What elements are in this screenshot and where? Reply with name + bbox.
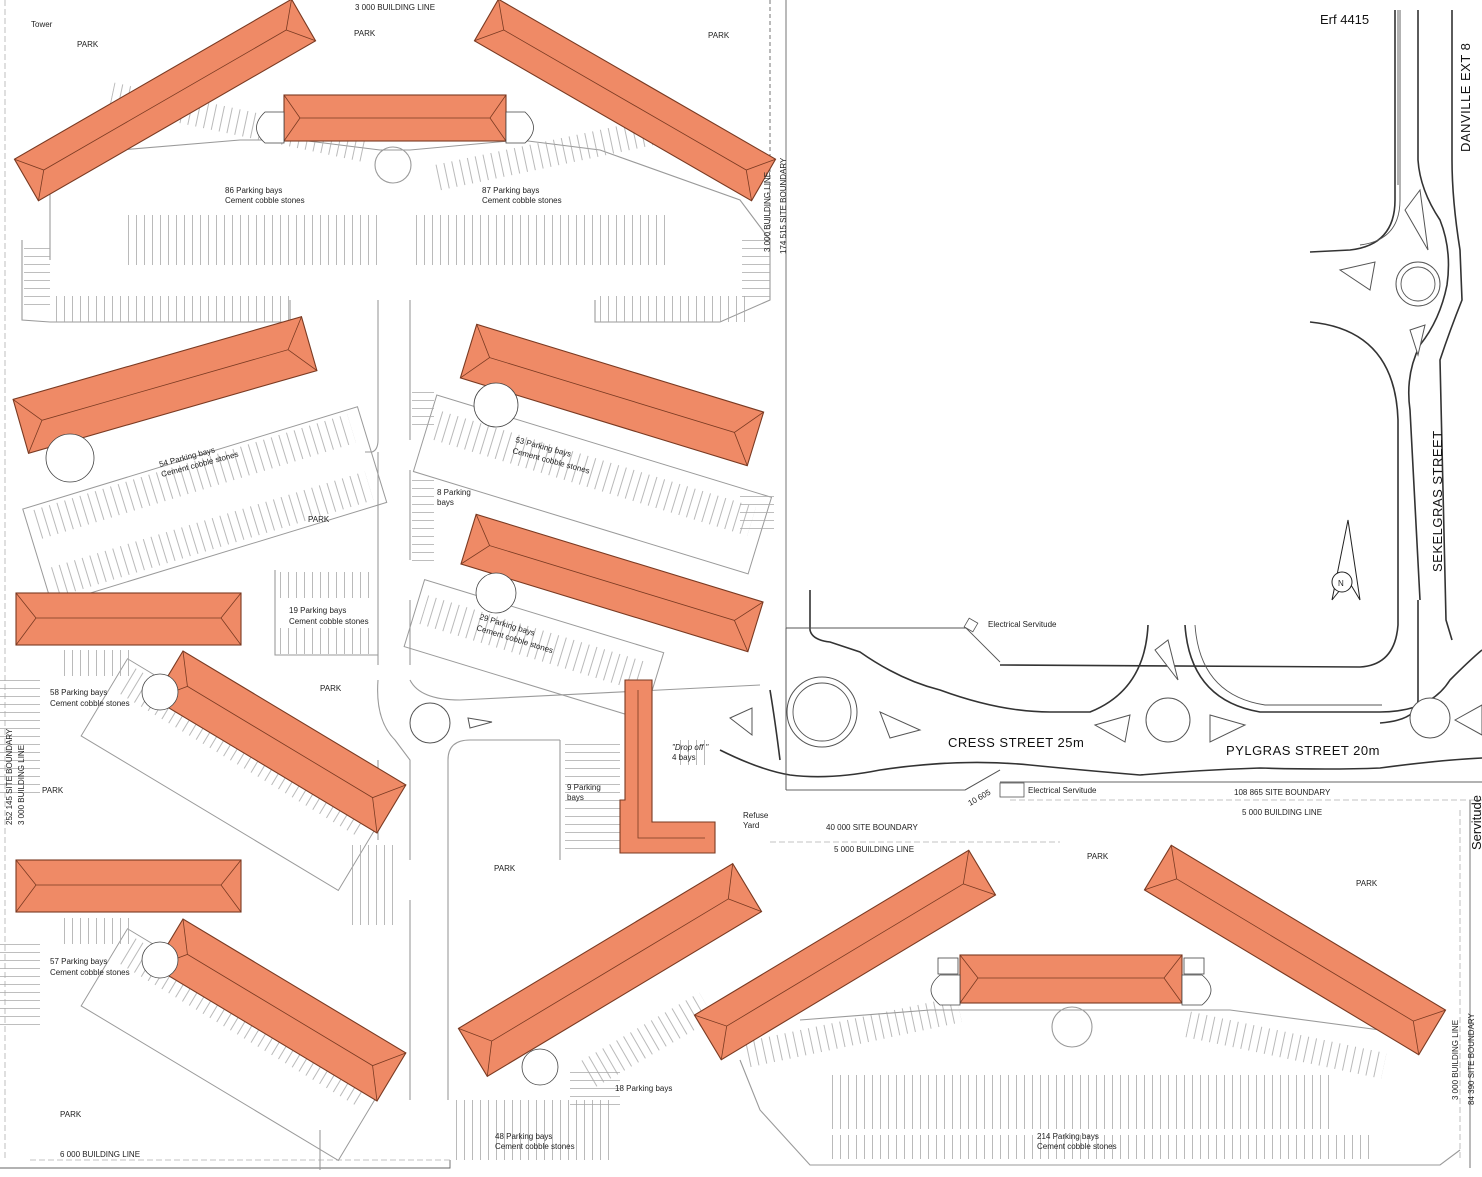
- parking-18-label: 18 Parking bays: [615, 1084, 672, 1093]
- buildings: [12, 0, 1447, 1102]
- building-mid-left: [12, 316, 318, 454]
- park-label: PARK: [1356, 879, 1378, 888]
- refuse-yard-label-2: Yard: [743, 821, 759, 830]
- parking-86-label: 86 Parking bays: [225, 186, 282, 195]
- parking-8-bays: bays: [437, 498, 454, 507]
- park-label: PARK: [494, 864, 516, 873]
- parking-9-bays: bays: [567, 793, 584, 802]
- building-mid-right-lower: [460, 513, 764, 653]
- site-boundary-40000: 40 000 SITE BOUNDARY: [826, 823, 919, 832]
- cement-label: Cement cobble stones: [1037, 1142, 1117, 1151]
- parking-19-label: 19 Parking bays: [289, 606, 346, 615]
- park-label: PARK: [77, 40, 99, 49]
- public-streets: [719, 10, 1482, 791]
- cut-off-street-label: Servitude: [1469, 795, 1482, 850]
- parking-8-label: 8 Parking: [437, 488, 471, 497]
- top-building-line-label: 3 000 BUILDING LINE: [355, 3, 435, 12]
- electrical-servitude-label-2: Electrical Servitude: [1028, 786, 1097, 795]
- building-left-diag-a: [153, 650, 407, 834]
- parking-214-label: 214 Parking bays: [1037, 1132, 1099, 1141]
- sekelgras-label: SEKELGRAS STREET: [1430, 430, 1445, 572]
- park-label: PARK: [1087, 852, 1109, 861]
- plan-labels: 3 000 BUILDING LINE Erf 4415 DANVILLE EX…: [5, 3, 1482, 1159]
- parking-87-label: 87 Parking bays: [482, 186, 539, 195]
- building-top-centre: [256, 94, 534, 144]
- building-bottom-right-right: [1143, 844, 1447, 1056]
- site-boundary-174515: 174 515 SITE BOUNDARY: [779, 157, 788, 254]
- site-boundary-252145: 252 145 SITE BOUNDARY: [5, 728, 14, 825]
- site-boundary-108865: 108 865 SITE BOUNDARY: [1234, 788, 1331, 797]
- building-left-b: [15, 859, 242, 913]
- building-left-diag-b: [153, 918, 407, 1102]
- park-label: PARK: [320, 684, 342, 693]
- cement-label: Cement cobble stones: [225, 196, 305, 205]
- parking-bays-top-right: [410, 215, 665, 265]
- refuse-yard-label: Refuse: [743, 811, 769, 820]
- pylgras-street-label: PYLGRAS STREET 20m: [1226, 743, 1380, 758]
- park-label: PARK: [708, 31, 730, 40]
- park-label: PARK: [60, 1110, 82, 1119]
- parking-58-label: 58 Parking bays: [50, 688, 107, 697]
- parking-48-label: 48 Parking bays: [495, 1132, 552, 1141]
- building-top-right: [473, 0, 777, 202]
- building-left-a: [15, 592, 242, 646]
- building-line-3000-right: 3 000 BUILDING LINE: [763, 172, 772, 252]
- building-bottom-diag: [457, 862, 763, 1078]
- dimension-label: 10 605: [967, 787, 993, 807]
- parking-9-label: 9 Parking: [567, 783, 601, 792]
- building-mid-right: [459, 323, 765, 467]
- north-label: N: [1338, 579, 1344, 588]
- site-boundary-84390: 84 390 SITE BOUNDARY: [1467, 1012, 1476, 1105]
- cress-street-label: CRESS STREET 25m: [948, 735, 1084, 750]
- parking-bays-top-left: [125, 215, 380, 265]
- cement-label: Cement cobble stones: [50, 968, 130, 977]
- cement-label: Cement cobble stones: [482, 196, 562, 205]
- danville-label: DANVILLE EXT 8: [1458, 43, 1473, 152]
- tower-label: Tower: [31, 20, 53, 29]
- parking-57-label: 57 Parking bays: [50, 957, 107, 966]
- park-label: PARK: [354, 29, 376, 38]
- building-line-5000-a: 5 000 BUILDING LINE: [834, 845, 914, 854]
- north-arrow: N: [1331, 519, 1361, 601]
- electrical-servitude-label: Electrical Servitude: [988, 620, 1057, 629]
- building-bottom-right-left: [693, 849, 997, 1061]
- building-line-3000-left: 3 000 BUILDING LINE: [17, 745, 26, 825]
- erf-label: Erf 4415: [1320, 12, 1369, 27]
- building-line-6000: 6 000 BUILDING LINE: [60, 1150, 140, 1159]
- park-label: PARK: [308, 515, 330, 524]
- building-top-left: [13, 0, 317, 202]
- building-line-5000-b: 5 000 BUILDING LINE: [1242, 808, 1322, 817]
- cement-label: Cement cobble stones: [289, 617, 369, 626]
- park-label: PARK: [42, 786, 64, 795]
- building-bottom-right-centre: [930, 954, 1212, 1006]
- drop-off-bays: 4 bays: [672, 753, 696, 762]
- drop-off-label: "Drop off ": [672, 743, 710, 752]
- cement-label: Cement cobble stones: [50, 699, 130, 708]
- cement-label: Cement cobble stones: [495, 1142, 575, 1151]
- building-l-shape: [619, 679, 716, 854]
- building-line-3000-right-low: 3 000 BUILDING LINE: [1451, 1020, 1460, 1100]
